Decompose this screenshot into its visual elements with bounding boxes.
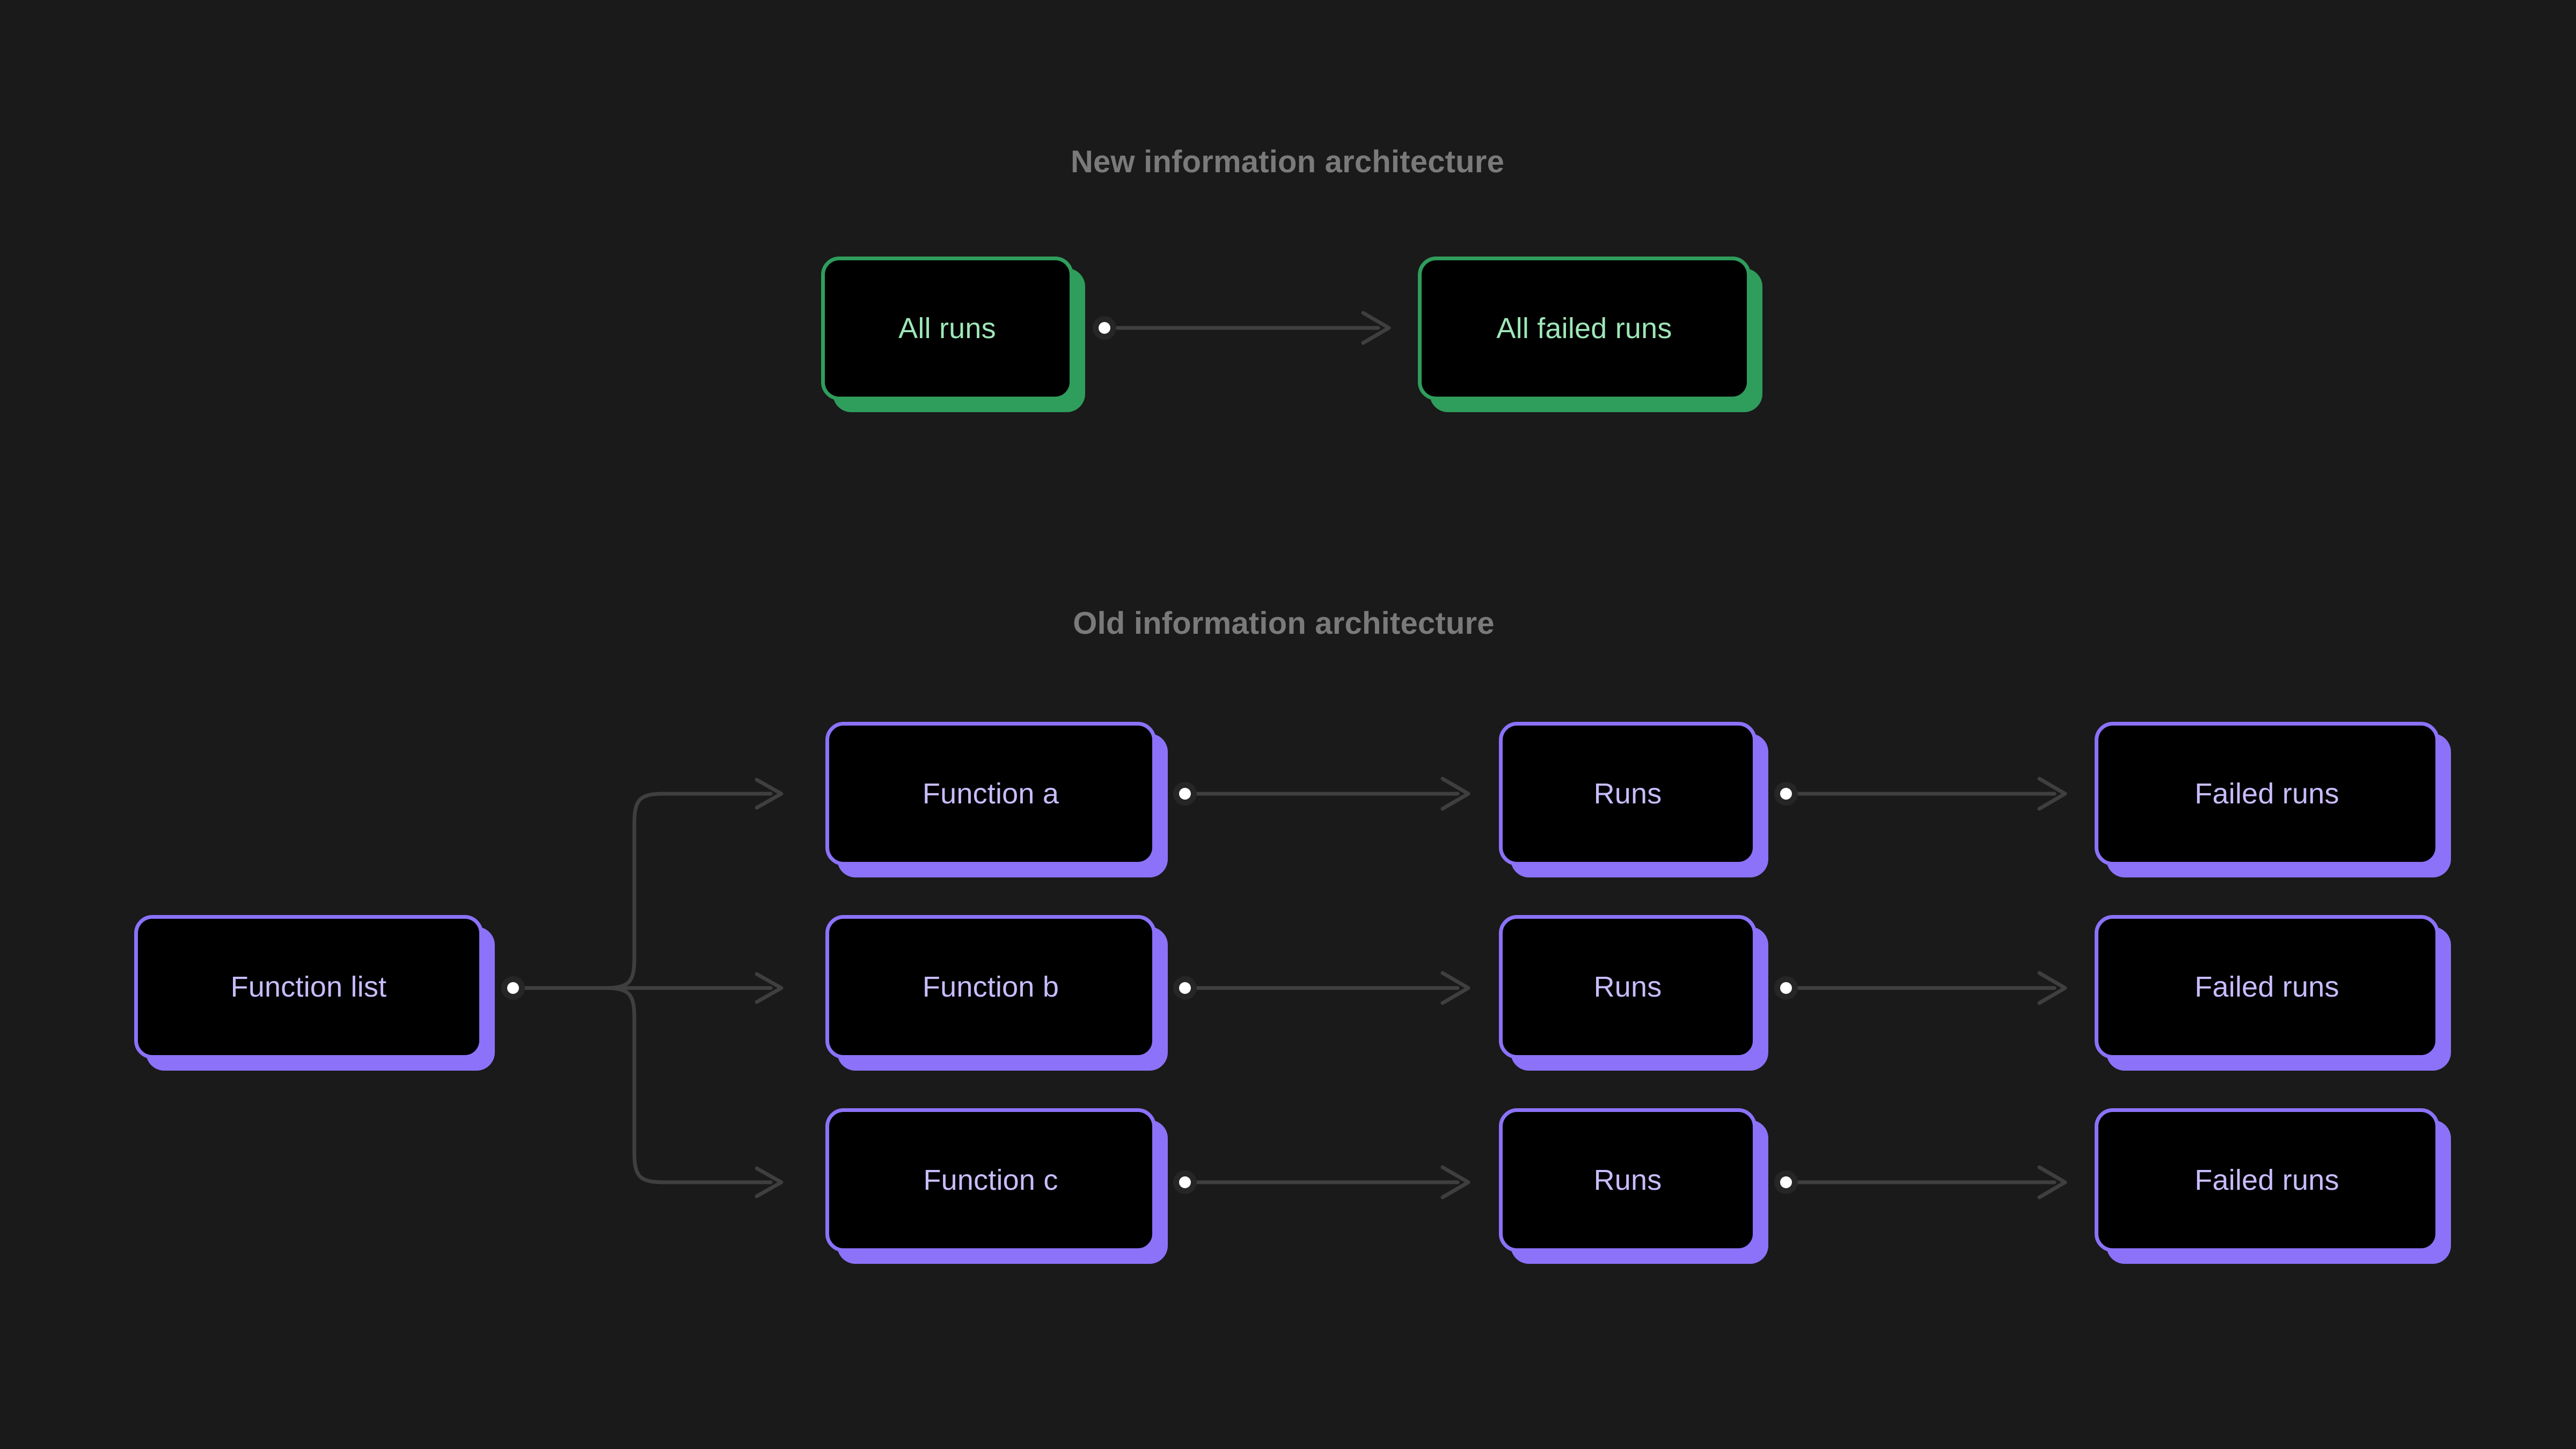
node-all-failed-runs[interactable]: All failed runs [1418,257,1751,400]
node-function-list-label: Function list [230,971,387,1003]
node-runs-b-label: Runs [1593,971,1662,1003]
node-failed-runs-a-label: Failed runs [2194,778,2339,810]
connector-runs-a-to-failed-runs [1774,777,2067,811]
node-runs-a[interactable]: Runs [1499,722,1757,866]
node-all-runs-label: All runs [898,312,996,345]
node-function-c[interactable]: Function c [825,1108,1156,1252]
node-function-a[interactable]: Function a [825,722,1156,866]
connector-function-a-to-runs [1173,777,1470,811]
node-function-b[interactable]: Function b [825,915,1156,1059]
node-failed-runs-c-label: Failed runs [2194,1164,2339,1196]
connector-function-list-branch [501,778,784,1198]
connector-function-b-to-runs [1173,971,1470,1005]
connector-all-runs-to-all-failed-runs [1093,311,1391,345]
node-failed-runs-a[interactable]: Failed runs [2095,722,2439,866]
node-runs-a-label: Runs [1593,778,1662,810]
old-architecture-title: Old information architecture [1073,606,1495,641]
node-runs-c-label: Runs [1593,1164,1662,1196]
node-runs-c[interactable]: Runs [1499,1108,1757,1252]
node-function-b-label: Function b [922,971,1059,1003]
node-failed-runs-c[interactable]: Failed runs [2095,1108,2439,1252]
connector-runs-c-to-failed-runs [1774,1165,2067,1199]
node-all-failed-runs-label: All failed runs [1496,312,1672,345]
node-runs-b[interactable]: Runs [1499,915,1757,1059]
node-function-c-label: Function c [923,1164,1058,1196]
node-all-runs[interactable]: All runs [821,257,1073,400]
node-failed-runs-b[interactable]: Failed runs [2095,915,2439,1059]
new-architecture-title: New information architecture [1070,144,1505,179]
connector-runs-b-to-failed-runs [1774,971,2067,1005]
connector-function-c-to-runs [1173,1165,1470,1199]
node-function-list[interactable]: Function list [134,915,483,1059]
node-function-a-label: Function a [922,778,1059,810]
node-failed-runs-b-label: Failed runs [2194,971,2339,1003]
